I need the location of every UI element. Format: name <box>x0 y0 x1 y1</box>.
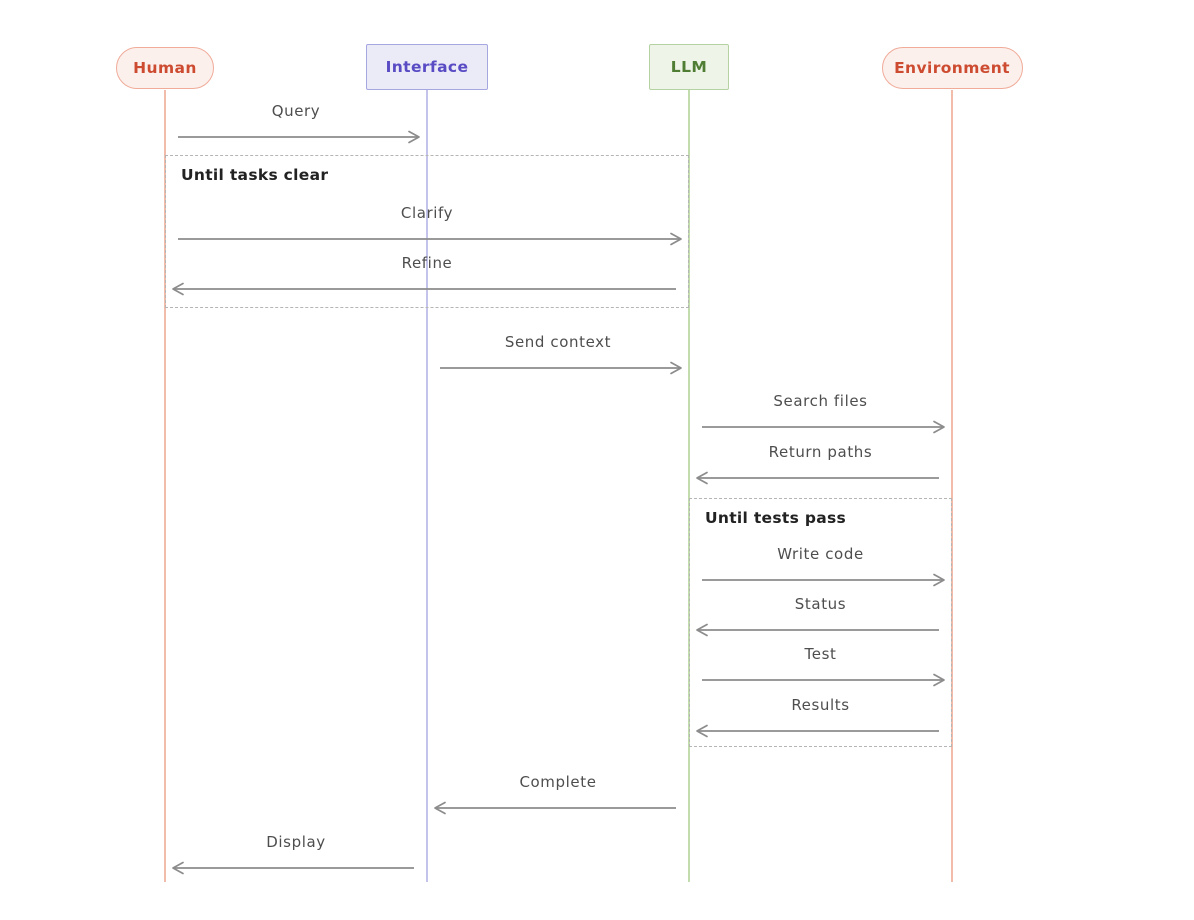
message-label-display: Display <box>266 833 326 851</box>
message-label-test: Test <box>804 645 837 663</box>
actor-llm: LLM <box>649 44 729 90</box>
actor-label-llm: LLM <box>670 58 708 76</box>
message-arrow-send-context <box>440 361 682 375</box>
arrowhead-icon <box>933 420 945 434</box>
message-arrow-clarify <box>178 232 682 246</box>
actor-environment: Environment <box>881 47 1023 89</box>
message-arrow-test <box>702 673 945 687</box>
message-label-write-code: Write code <box>777 545 864 563</box>
message-label-complete: Complete <box>519 773 597 791</box>
arrowhead-icon <box>670 361 682 375</box>
arrowhead-icon <box>696 623 708 637</box>
actor-label-human: Human <box>133 59 197 77</box>
loop-frame-until-tasks-clear: Until tasks clear <box>165 155 689 308</box>
message-label-return-paths: Return paths <box>768 443 873 461</box>
message-arrow-status <box>696 623 939 637</box>
message-arrow-search-files <box>702 420 945 434</box>
arrowhead-icon <box>172 282 184 296</box>
loop-title: Until tests pass <box>705 509 847 527</box>
message-arrow-query <box>178 130 420 144</box>
message-label-search-files: Search files <box>773 392 868 410</box>
arrowhead-icon <box>933 573 945 587</box>
actor-interface: Interface <box>366 44 488 90</box>
arrowhead-icon <box>670 232 682 246</box>
arrowhead-icon <box>434 801 446 815</box>
arrowhead-icon <box>172 861 184 875</box>
message-arrow-refine <box>172 282 676 296</box>
loop-frame-until-tests-pass: Until tests pass <box>689 498 952 747</box>
message-label-clarify: Clarify <box>400 204 454 222</box>
message-label-refine: Refine <box>401 254 453 272</box>
lifeline-llm <box>688 90 690 882</box>
message-arrow-results <box>696 724 939 738</box>
message-arrow-complete <box>434 801 676 815</box>
arrowhead-icon <box>933 673 945 687</box>
actor-human: Human <box>116 47 214 89</box>
message-label-query: Query <box>271 102 321 120</box>
lifeline-interface <box>426 90 428 882</box>
message-label-results: Results <box>791 696 850 714</box>
actor-label-environment: Environment <box>894 59 1010 77</box>
message-arrow-write-code <box>702 573 945 587</box>
lifeline-environment <box>951 90 953 882</box>
lifeline-human <box>164 90 166 882</box>
arrowhead-icon <box>696 724 708 738</box>
message-label-status: Status <box>794 595 847 613</box>
arrowhead-icon <box>696 471 708 485</box>
message-arrow-return-paths <box>696 471 939 485</box>
arrowhead-icon <box>408 130 420 144</box>
actor-label-interface: Interface <box>385 58 469 76</box>
loop-title: Until tasks clear <box>181 166 329 184</box>
message-label-send-context: Send context <box>504 333 612 351</box>
message-arrow-display <box>172 861 414 875</box>
